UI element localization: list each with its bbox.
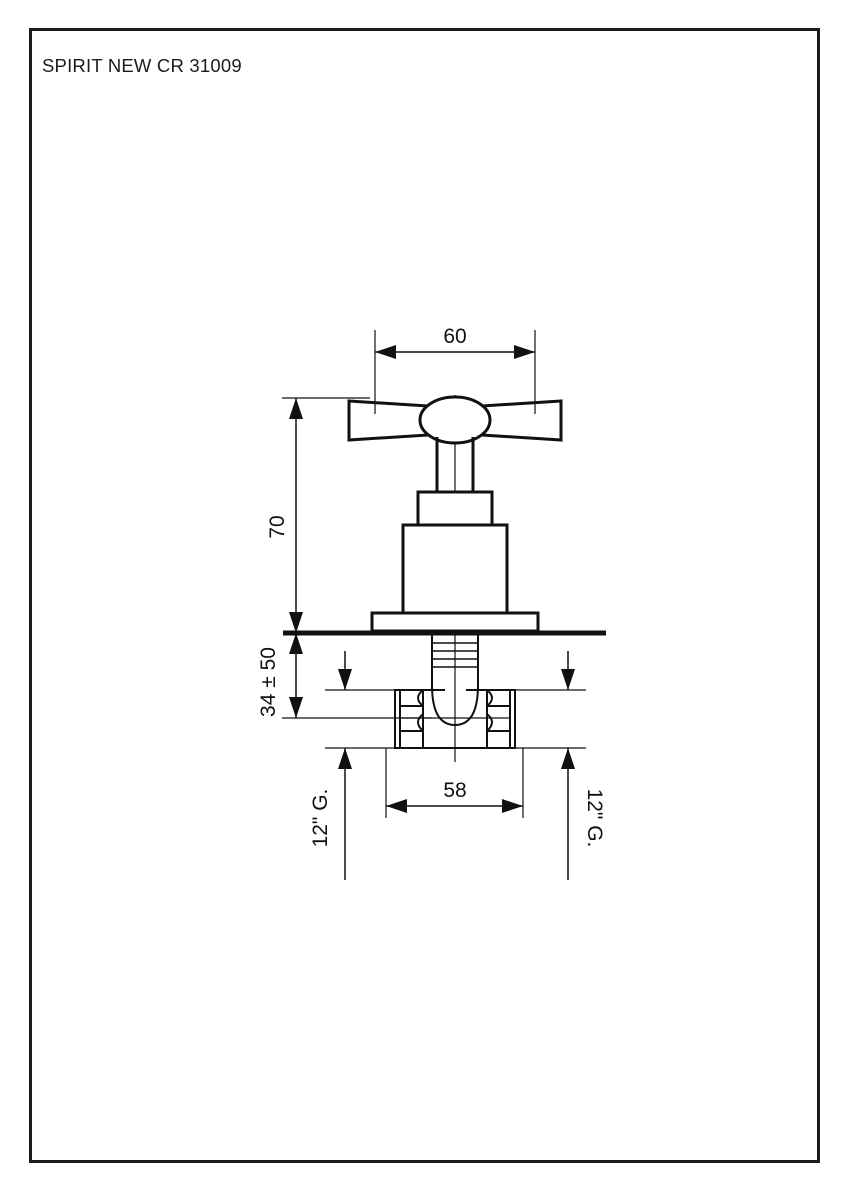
- nut-right-chamfer-upper: [486, 689, 493, 707]
- body-step-middle: [401, 523, 509, 615]
- shank-round-bottom: [431, 684, 479, 727]
- page-title: SPIRIT NEW CR 31009: [42, 55, 242, 76]
- leader-arrow-inlet-top-right: [561, 669, 575, 690]
- nut-left-chamfer-lower: [417, 713, 424, 732]
- dim-arrow-70-bottom: [289, 612, 303, 633]
- dim-arrow-60-left: [375, 345, 396, 359]
- leader-arrow-inlet-top-left: [338, 669, 352, 690]
- handle-hub-ellipse: [418, 395, 492, 445]
- dim-arrow-58-right: [502, 799, 523, 813]
- dim-arrow-34-top: [289, 633, 303, 654]
- dim-label-34: 34 ± 50: [257, 647, 280, 717]
- nut-right-chamfer-lower: [486, 713, 493, 732]
- dim-label-70: 70: [266, 515, 289, 538]
- nut-left-chamfer-upper: [417, 689, 424, 707]
- body-step-upper: [416, 490, 494, 527]
- base-flange: [370, 611, 540, 633]
- leader-arrow-thread-left: [338, 748, 352, 769]
- dim-label-inlet-left: 12" G.: [309, 789, 332, 848]
- dim-arrow-70-top: [289, 398, 303, 419]
- dim-label-60: 60: [443, 325, 466, 348]
- dim-arrow-34-bottom: [289, 697, 303, 718]
- dim-arrow-58-left: [386, 799, 407, 813]
- dim-label-inlet-right: 12" G.: [583, 789, 606, 848]
- leader-arrow-thread-right: [561, 748, 575, 769]
- sheet-border: [29, 28, 820, 1163]
- dim-arrow-60-right: [514, 345, 535, 359]
- dim-label-58: 58: [443, 779, 466, 802]
